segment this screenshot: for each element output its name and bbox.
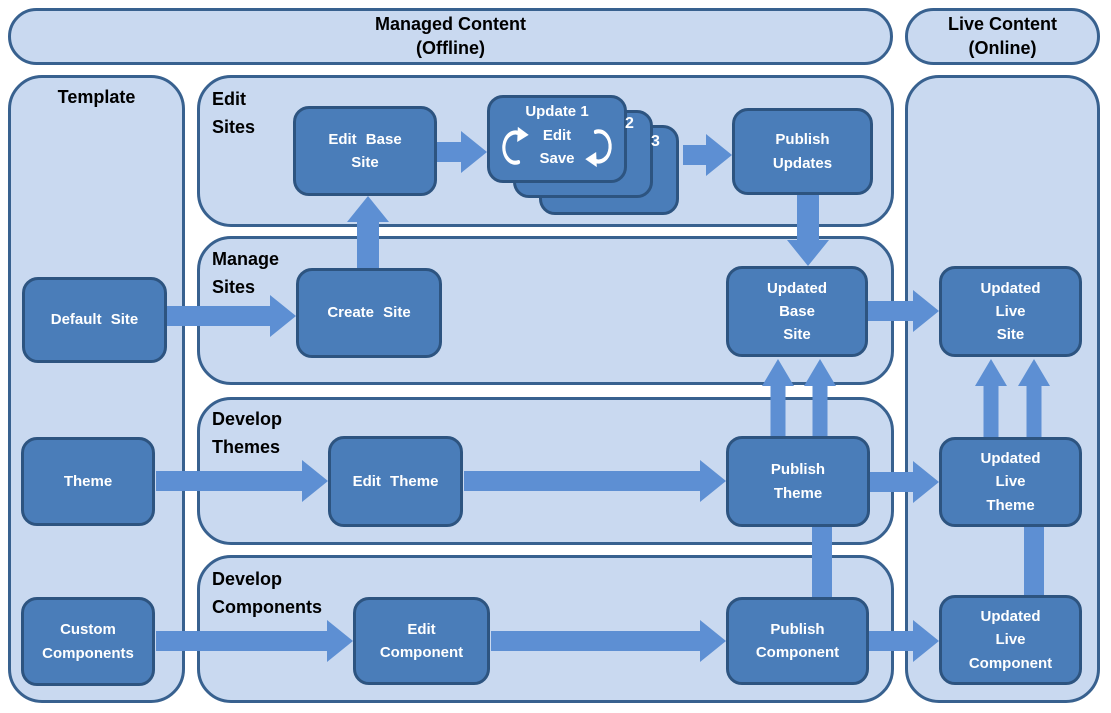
arrow-publish-updates-to-updated-base-site (787, 195, 829, 266)
cycle-arrow-right-icon (585, 129, 612, 168)
edit-sites-label: Edit Sites (212, 89, 256, 137)
node-publish-component: Publish Component (726, 597, 869, 685)
manage-sites-label: Manage Sites (212, 249, 280, 297)
update-card-badge-2: 2 (625, 115, 634, 132)
arrow-edit-theme-to-publish-theme (464, 460, 726, 502)
arrow-updated-live-theme-to-updated-live-site-right (1018, 359, 1050, 437)
node-create-site: Create Site (296, 268, 442, 358)
arrow-create-site-to-edit-base-site (347, 196, 389, 268)
update-card-cycle-labels: Edit Save (539, 127, 575, 167)
arrow-edit-base-site-to-update-stack (437, 131, 487, 173)
arrow-update-stack-to-publish-updates (683, 134, 732, 176)
arrow-publish-theme-to-updated-base-site-right (804, 359, 836, 436)
node-edit-component: Edit Component (353, 597, 490, 685)
node-default-site: Default Site (22, 277, 167, 363)
arrow-publish-theme-to-updated-base-site-left (762, 359, 794, 436)
arrow-default-site-to-create-site (166, 295, 296, 337)
connector-publish-component-to-publish-theme (812, 526, 832, 599)
update-card-title: Update 1 (525, 103, 589, 120)
develop-themes-label: Develop Themes (212, 409, 283, 457)
update-card-1: Update 1 Edit Save (487, 95, 627, 183)
managed-content-title: Managed Content (Offline) (375, 14, 526, 58)
arrow-publish-theme-to-updated-live-theme (870, 461, 939, 503)
connector-updated-live-component-to-updated-live-theme (1024, 526, 1044, 596)
template-label: Template (57, 87, 136, 107)
live-content-header: Live Content (Online) (905, 8, 1100, 65)
arrow-theme-to-edit-theme (156, 460, 328, 502)
node-updated-live-site: Updated Live Site (939, 266, 1082, 357)
node-publish-updates: Publish Updates (732, 108, 873, 195)
managed-content-header: Managed Content (Offline) (8, 8, 893, 65)
arrow-publish-component-to-updated-live-component (869, 620, 939, 662)
cycle-arrow-left-icon (502, 126, 529, 165)
node-edit-base-site: Edit Base Site (293, 106, 437, 196)
arrow-updated-live-theme-to-updated-live-site-left (975, 359, 1007, 437)
node-updated-live-component: Updated Live Component (939, 595, 1082, 685)
node-publish-theme: Publish Theme (726, 436, 870, 527)
arrow-edit-component-to-publish-component (491, 620, 726, 662)
update-card-badge-3: 3 (651, 133, 660, 150)
update-card-stack: Update 1 Edit Save 2 3 (487, 95, 679, 215)
node-updated-live-theme: Updated Live Theme (939, 437, 1082, 527)
node-edit-theme: Edit Theme (328, 436, 463, 527)
develop-components-label: Develop Components (212, 569, 322, 617)
node-custom-components: Custom Components (21, 597, 155, 686)
node-updated-base-site: Updated Base Site (726, 266, 868, 357)
arrow-updated-base-site-to-updated-live-site (868, 290, 939, 332)
arrow-custom-components-to-edit-component (156, 620, 353, 662)
live-content-title: Live Content (Online) (947, 14, 1057, 58)
node-theme: Theme (21, 437, 155, 526)
